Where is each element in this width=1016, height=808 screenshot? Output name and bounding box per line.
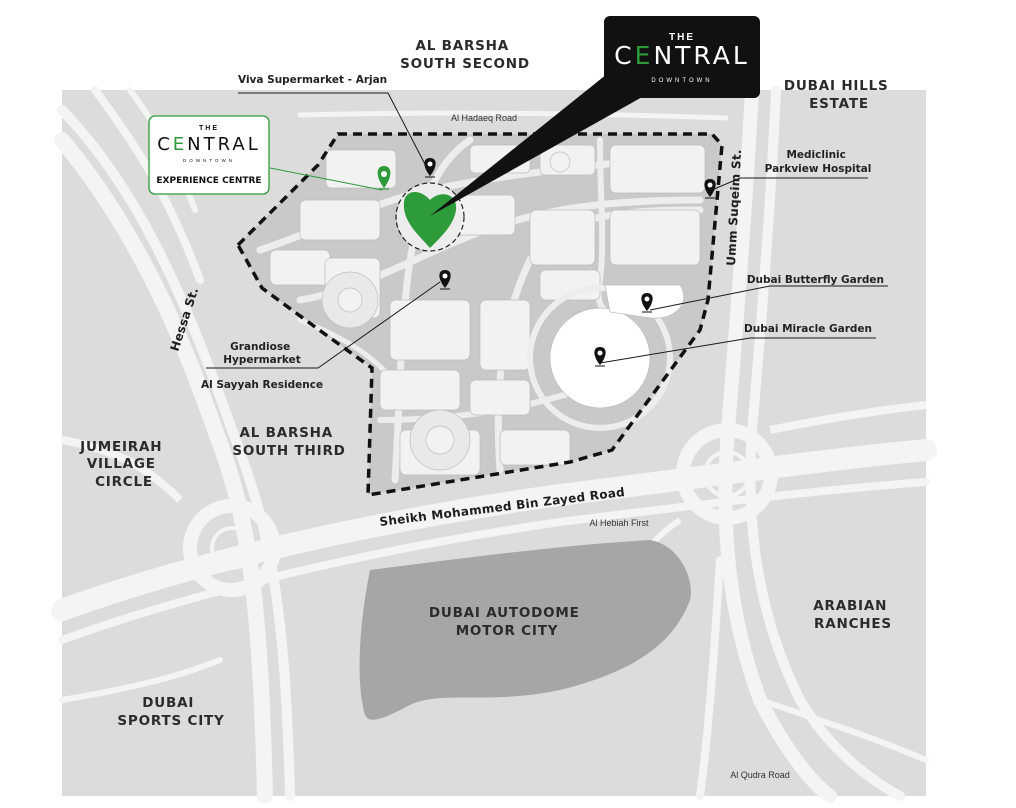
label-al-barsha-south-third: AL BARSHA SOUTH THIRD <box>232 425 345 459</box>
logo-pointer <box>430 70 644 216</box>
svg-text:CENTRAL: CENTRAL <box>614 41 750 70</box>
area-labels: AL BARSHA SOUTH SECOND DUBAI HILLS ESTAT… <box>79 38 894 729</box>
main-logo-prefix: C <box>614 41 634 70</box>
label-dubai-autodome: DUBAI AUTODOME MOTOR CITY <box>429 605 585 639</box>
label-al-barsha-south-second: AL BARSHA SOUTH SECOND <box>400 38 530 72</box>
viva-pin-icon <box>424 158 436 178</box>
label-grandiose: Grandiose Hypermarket <box>223 341 301 366</box>
mediclinic-pin-icon <box>704 179 716 199</box>
grandiose-pin-icon <box>439 270 451 290</box>
label-al-qudra-road: Al Qudra Road <box>730 770 790 780</box>
district-boundary <box>235 132 724 498</box>
ec-logo-the: THE <box>199 125 219 132</box>
label-dubai-hills-estate: DUBAI HILLS ESTATE <box>784 78 894 112</box>
map-pins <box>377 158 716 367</box>
label-al-sayyah: Al Sayyah Residence <box>201 379 323 391</box>
label-al-hadaeq-road: Al Hadaeq Road <box>451 113 517 123</box>
callout-lines <box>206 92 888 369</box>
miracle-pin-icon <box>594 347 606 367</box>
label-miracle-garden: Dubai Miracle Garden <box>744 323 872 335</box>
poi-labels: Viva Supermarket - Arjan Mediclinic Park… <box>201 74 884 391</box>
main-logo-highlight: E <box>635 41 654 70</box>
label-butterfly-garden: Dubai Butterfly Garden <box>747 274 884 286</box>
label-arabian-ranches: ARABIAN RANCHES <box>813 598 892 632</box>
experience-centre-badge: THE CENTRAL DOWNTOWN EXPERIENCE CENTRE <box>148 115 270 195</box>
experience-centre-pin-icon <box>377 166 391 190</box>
label-mediclinic: Mediclinic Parkview Hospital <box>765 149 872 175</box>
major-roads <box>51 83 937 804</box>
development-district <box>238 134 722 495</box>
ec-logo-prefix: C <box>157 134 173 155</box>
ec-logo-highlight: E <box>173 134 187 155</box>
ec-logo-subtitle: DOWNTOWN <box>183 158 235 163</box>
ec-caption: EXPERIENCE CENTRE <box>156 176 261 186</box>
main-logo-suffix: NTRAL <box>653 41 749 70</box>
label-al-hebiah-first: Al Hebiah First <box>589 518 649 528</box>
main-logo-subtitle: DOWNTOWN <box>651 78 712 84</box>
autodrome-area <box>359 540 691 720</box>
label-dubai-sports-city: DUBAI SPORTS CITY <box>117 695 224 729</box>
label-umm-suqeim-st: Umm Suqeim St. <box>724 149 744 266</box>
label-viva-supermarket: Viva Supermarket - Arjan <box>238 74 387 86</box>
main-logo-the: THE <box>669 32 695 43</box>
butterfly-pin-icon <box>641 293 653 313</box>
label-jumeirah-village-circle: JUMEIRAH VILLAGE CIRCLE <box>79 439 168 490</box>
ec-logo-suffix: NTRAL <box>187 134 261 155</box>
main-logo: THE CENTRAL DOWNTOWN <box>604 16 760 98</box>
svg-text:CENTRAL: CENTRAL <box>157 134 261 155</box>
